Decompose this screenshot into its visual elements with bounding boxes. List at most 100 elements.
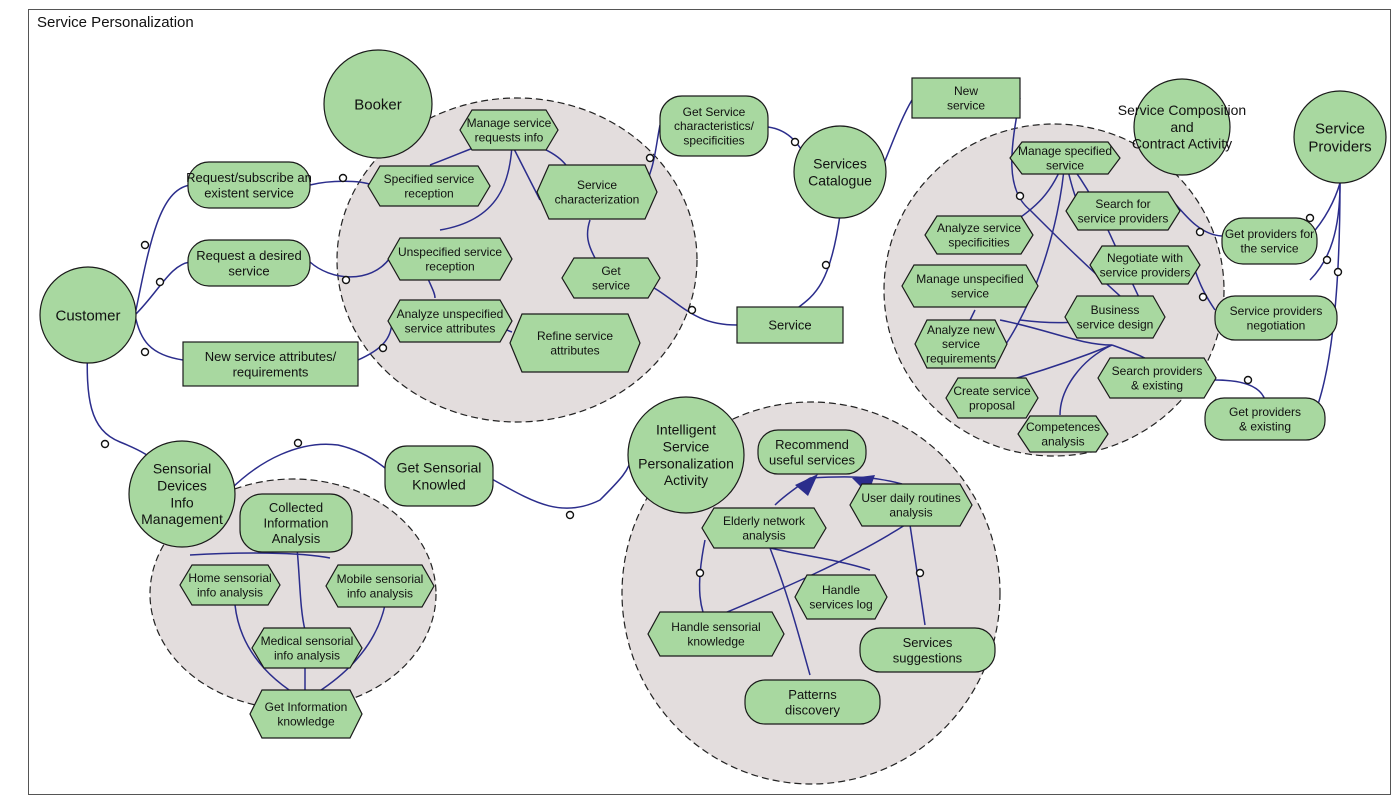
node-label: the service (1240, 241, 1298, 255)
actor-intelligent[interactable]: IntelligentServicePersonalizationActivit… (627, 396, 745, 514)
node-label: characterization (555, 192, 640, 206)
flow-line (309, 257, 391, 278)
activity-search_existing[interactable]: Search providers& existing (1097, 357, 1217, 399)
flow-line (769, 547, 871, 571)
activity-shape (945, 377, 1039, 419)
object-shape (1214, 295, 1338, 341)
object-shape (384, 445, 494, 507)
object-shape (911, 77, 1021, 119)
node-label: proposal (969, 398, 1015, 412)
actor-shape (627, 396, 745, 514)
object-shape (1221, 217, 1318, 265)
actor-booker[interactable]: Booker (323, 49, 433, 159)
port-marker (1322, 255, 1332, 265)
flow-line (86, 337, 156, 463)
object-get_prov_existing[interactable]: Get providers& existing (1204, 397, 1326, 441)
node-label: & existing (1239, 419, 1291, 433)
node-label: Personalization (638, 455, 734, 471)
activity-shape (387, 299, 513, 343)
node-label: Search for (1095, 197, 1150, 211)
object-new_attrs[interactable]: New service attributes/requirements (182, 341, 359, 387)
object-shape (744, 679, 881, 725)
node-label: service (228, 263, 269, 278)
object-service[interactable]: Service (736, 306, 844, 344)
node-label: Providers (1308, 138, 1371, 155)
activity-shape (1097, 357, 1217, 399)
node-label: negotiation (1247, 318, 1306, 332)
node-label: service providers (1078, 211, 1169, 225)
port-marker (378, 343, 388, 353)
node-label: Analysis (272, 531, 321, 546)
flow-line (719, 524, 906, 616)
node-label: analysis (889, 505, 932, 519)
node-label: characteristics/ (674, 119, 755, 133)
object-shape (659, 95, 769, 157)
node-label: service (942, 337, 980, 351)
activity-shape (509, 313, 641, 373)
activity-shape (647, 611, 785, 657)
activity-shape (849, 483, 973, 527)
activity-shape (325, 564, 435, 608)
activity-shape (179, 564, 281, 606)
node-label: service (947, 98, 985, 112)
flow-line (511, 144, 541, 201)
port-marker (1243, 375, 1253, 385)
node-label: knowledge (277, 714, 335, 728)
object-shape (182, 341, 359, 387)
actor-shape (128, 440, 236, 548)
actor-customer[interactable]: Customer (39, 266, 137, 364)
node-label: suggestions (893, 650, 963, 665)
node-label: requests info (475, 130, 544, 144)
flow-line (134, 314, 184, 361)
flow-line (439, 144, 513, 231)
node-label: New service attributes/ (205, 349, 337, 364)
node-label: Service Composition (1118, 102, 1246, 118)
node-label: Knowled (412, 476, 466, 492)
flow-line (229, 443, 386, 491)
node-label: analysis (1041, 434, 1084, 448)
activity-shape (1017, 415, 1109, 453)
port-marker (1198, 292, 1208, 302)
port-marker (915, 568, 925, 578)
flow-line (134, 184, 191, 316)
